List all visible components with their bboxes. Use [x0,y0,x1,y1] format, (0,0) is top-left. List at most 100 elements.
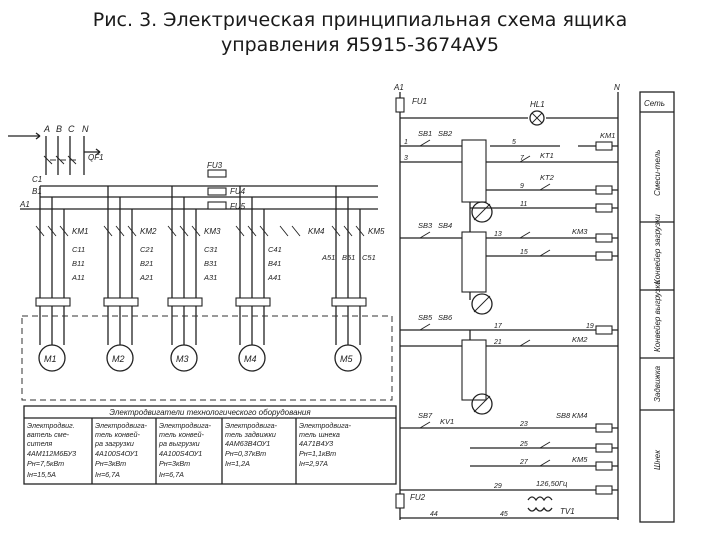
contactor-label-km5: KM5 [368,227,385,236]
side-label-unload: Конвейер выгрузки [653,280,662,352]
fuse-label-fu1: FU1 [412,97,427,106]
contactor-contacts [35,225,365,237]
table-cell-text: ватель сме- [27,430,70,439]
table-cell-text: Pн=7,5кВт [27,459,64,468]
table-cell-text: 4А100S4ОУ1 [159,449,202,458]
motor-label-m4: M4 [244,354,257,364]
relay-label-km1: KM1 [600,131,615,140]
table-cell-text: Iн=6,7А [159,470,184,479]
motor-label-m2: M2 [112,354,125,364]
relay-label-km4: KM4 [572,411,587,420]
terminal-m2-c: C21 [140,245,154,254]
side-label-load: Конвейер загрузки [653,214,662,284]
control-labels: SB1 SB2 SB3 SB4 SB5 SB6 SB7 SB8 KT1 KT2 … [418,129,615,464]
table-cell-text: 4А71В4У3 [299,439,333,448]
motor-enclosure [21,315,393,401]
terminal-m5-a: A51 [321,253,335,262]
node-number: 9 [520,183,524,190]
terminal-m5-c: C51 [362,253,376,262]
fuse-fu4 [207,187,227,196]
relay-label-kt2: KT2 [540,173,555,182]
power-circuit: A B C N QF1 C1 B1 A1 FU3 FU4 FU5 [8,124,397,485]
terminal-m1-a: A11 [71,273,85,282]
control-circuit: A1 N FU1 HL1 Сеть Смеси-тель Конвейер за… [393,83,675,523]
phase-label-b: B [56,124,62,134]
terminal-m1-b: B11 [72,259,85,268]
switch-label-sb3: SB3 [418,221,433,230]
control-rungs [400,145,618,519]
node-number: 5 [512,139,516,146]
phase-label-a: A [43,124,50,134]
rail-label-neutral: N [614,83,620,92]
side-label-gate: Задвижка [653,365,662,402]
title-line-1: Рис. 3. Электрическая принципиальная схе… [92,9,628,31]
terminal-m3-c: C31 [204,245,218,254]
table-cell-text: тель задвижки [225,430,276,439]
contactor-label-km1: KM1 [72,227,88,236]
table-cell-text: Электродвига- [159,421,212,430]
table-cell-text: ра загрузки [94,439,134,448]
line-label-c1: C1 [32,175,42,184]
line-label-b1: B1 [32,187,42,196]
line-label-a1: A1 [19,200,30,209]
fuse-label-fu3: FU3 [207,161,223,170]
lamp-hl1 [529,110,545,126]
terminal-m4-b: B41 [268,259,281,268]
table-cell-text: Pн=1,1кВт [299,449,336,458]
table-cell-text: Pн=3кВт [159,459,190,468]
table-cell-text: Электродвига- [225,421,278,430]
table-cells: Электродвиг. ватель сме- сителя 4АМ112М6… [27,421,352,479]
switch-label-sb1: SB1 [418,129,432,138]
node-number: 11 [520,201,527,208]
table-cell-text: 4А100S4ОУ1 [95,449,138,458]
node-number: 19 [586,323,594,330]
transformer [527,496,553,512]
node-number: 7 [520,155,525,162]
terminal-m4-c: C41 [268,245,282,254]
table-cell-text: Pн=3кВт [95,459,126,468]
power-bus-lines [20,185,378,210]
table-header: Электродвигатели технологического оборуд… [109,408,311,417]
fuse-fu1 [395,97,405,113]
motor-label-m3: M3 [176,354,189,364]
node-number: 1 [404,139,408,146]
transformer-label: TV1 [560,507,575,516]
terminal-m2-b: B21 [140,259,153,268]
title-line-2: управления Я5915-3674АУ5 [220,34,500,56]
table-cell-text: тель шнека [299,430,340,439]
side-label-auger: Шнек [653,449,662,470]
terminal-m1-c: C11 [72,245,85,254]
motor-label-m1: M1 [44,354,57,364]
incoming-lines [45,136,85,175]
phase-label-c: C [68,124,75,134]
table-cell-text: Iн=1,2А [225,459,250,468]
terminal-m3-b: B31 [204,259,217,268]
node-number: 13 [494,231,502,238]
fuse-fu5 [207,201,227,210]
motor-label-m5: M5 [340,354,353,364]
table-cell-text: Pн=0,37кВт [225,449,266,458]
relay-label-km2: KM2 [572,335,588,344]
node-number: 3 [404,155,408,162]
node-number: 17 [494,323,503,330]
side-panel [639,91,675,523]
incoming-arrow [8,132,41,140]
thermal-relays [35,297,367,307]
table-cell-text: 4АМ63В4ОУ1 [225,439,270,448]
network-label: Сеть [644,99,665,108]
breaker-label: QF1 [88,153,104,162]
contactor-label-km2: KM2 [140,227,157,236]
table-cell-text: тель конвей- [95,430,141,439]
node-number: 23 [519,421,528,428]
relay-label-km5: KM5 [572,455,588,464]
fuse-label-fu5: FU5 [230,202,246,211]
node-numbers: 1 3 5 7 9 11 13 15 17 19 21 23 25 27 29 … [404,139,594,518]
node-number: 25 [519,441,528,448]
time-relays [471,201,493,415]
side-label-mixer: Смеси-тель [653,150,662,196]
fuse-fu2 [395,493,405,509]
relay-coils [595,141,613,495]
switch-label-sb8: SB8 [556,411,571,420]
table-cell-text: Iн=6,7А [95,470,120,479]
